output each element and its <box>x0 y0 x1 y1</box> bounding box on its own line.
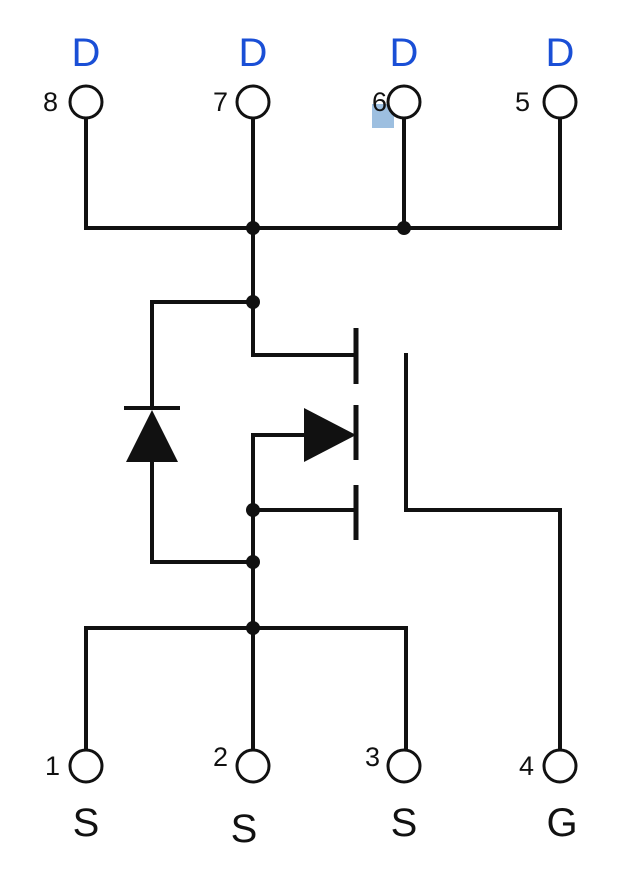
source-bus <box>84 626 408 754</box>
junction-dot <box>397 221 411 235</box>
pin-5-pad <box>542 84 578 120</box>
pin-8-letter: D <box>72 31 101 75</box>
pin-4-pad <box>542 748 578 784</box>
pin-6-pad <box>386 84 422 120</box>
pin-4-letter: G <box>546 801 577 845</box>
pin-7: D 7 <box>213 31 271 120</box>
mosfet-channel <box>251 328 359 630</box>
pin-8-number: 8 <box>43 87 58 117</box>
pin-3-letter: S <box>391 801 418 845</box>
pin-1-letter: S <box>73 801 100 845</box>
pin-7-letter: D <box>239 31 268 75</box>
pin-5-number: 5 <box>515 87 530 117</box>
junction-dot <box>246 295 260 309</box>
junction-dot <box>246 555 260 569</box>
junction-dot <box>246 221 260 235</box>
pin-6: D 6 <box>372 31 422 120</box>
pin-2-pad <box>235 748 271 784</box>
pin-8-pad <box>68 84 104 120</box>
pin-4: 4 G <box>519 748 578 845</box>
pin-1: 1 S <box>45 748 104 845</box>
pin-8: D 8 <box>43 31 104 120</box>
pin-6-letter: D <box>390 31 419 75</box>
junction-dot <box>246 503 260 517</box>
pin-7-number: 7 <box>213 87 228 117</box>
pin-3: 3 S <box>365 742 422 845</box>
pin-1-pad <box>68 748 104 784</box>
gate-electrode <box>404 353 562 754</box>
pin-3-number: 3 <box>365 742 380 772</box>
body-diode-branch <box>124 300 255 564</box>
pin-2-number: 2 <box>213 742 228 772</box>
pin-2: 2 S <box>213 742 271 851</box>
pin-6-number: 6 <box>372 87 387 117</box>
pin-3-pad <box>386 748 422 784</box>
pin-5: D 5 <box>515 31 578 120</box>
pin-4-number: 4 <box>519 751 534 781</box>
pin-1-number: 1 <box>45 751 60 781</box>
junction-dots <box>246 221 411 635</box>
junction-dot <box>246 621 260 635</box>
body-arrow-icon <box>304 408 356 462</box>
pin-5-letter: D <box>546 31 575 75</box>
drain-bus <box>84 116 562 357</box>
pin-2-letter: S <box>231 807 258 851</box>
body-diode-icon <box>126 410 178 462</box>
pin-7-pad <box>235 84 271 120</box>
